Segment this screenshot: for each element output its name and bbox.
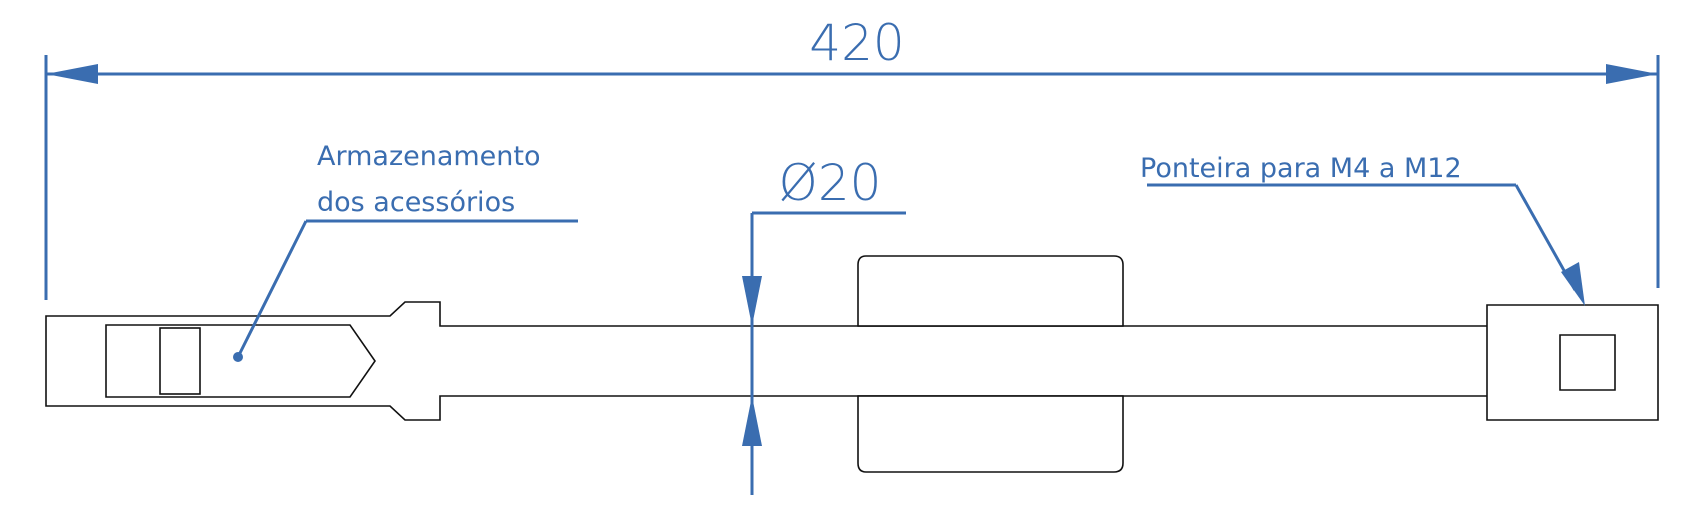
diameter-arrowhead-top — [742, 276, 762, 326]
rod-section — [45, 301, 1659, 421]
tip-label: Ponteira para M4 a M12 — [1140, 153, 1462, 184]
storage-callout: Armazenamento dos acessórios — [233, 141, 578, 362]
diameter-dimension: Ø20 — [742, 154, 906, 495]
tip-arrowhead — [1561, 262, 1585, 306]
center-sleeve — [857, 255, 1124, 473]
diameter-arrowhead-bottom — [742, 396, 762, 446]
left-thread — [159, 327, 201, 395]
storage-leader-dot — [233, 352, 243, 362]
tip-callout: Ponteira para M4 a M12 — [1140, 153, 1585, 306]
arrowhead-left — [46, 64, 98, 84]
diameter-value: Ø20 — [779, 154, 882, 212]
overall-length-value: 420 — [809, 14, 904, 72]
storage-label-line1: Armazenamento — [317, 141, 541, 172]
overall-length-dimension: 420 — [44, 14, 1660, 300]
sleeve-top-block — [857, 255, 1124, 327]
storage-leader — [236, 220, 308, 358]
tip-inner-bore — [1559, 334, 1616, 391]
sleeve-bottom-block — [857, 395, 1124, 473]
arrowhead-right — [1606, 64, 1658, 84]
storage-label-line2: dos acessórios — [317, 187, 515, 218]
